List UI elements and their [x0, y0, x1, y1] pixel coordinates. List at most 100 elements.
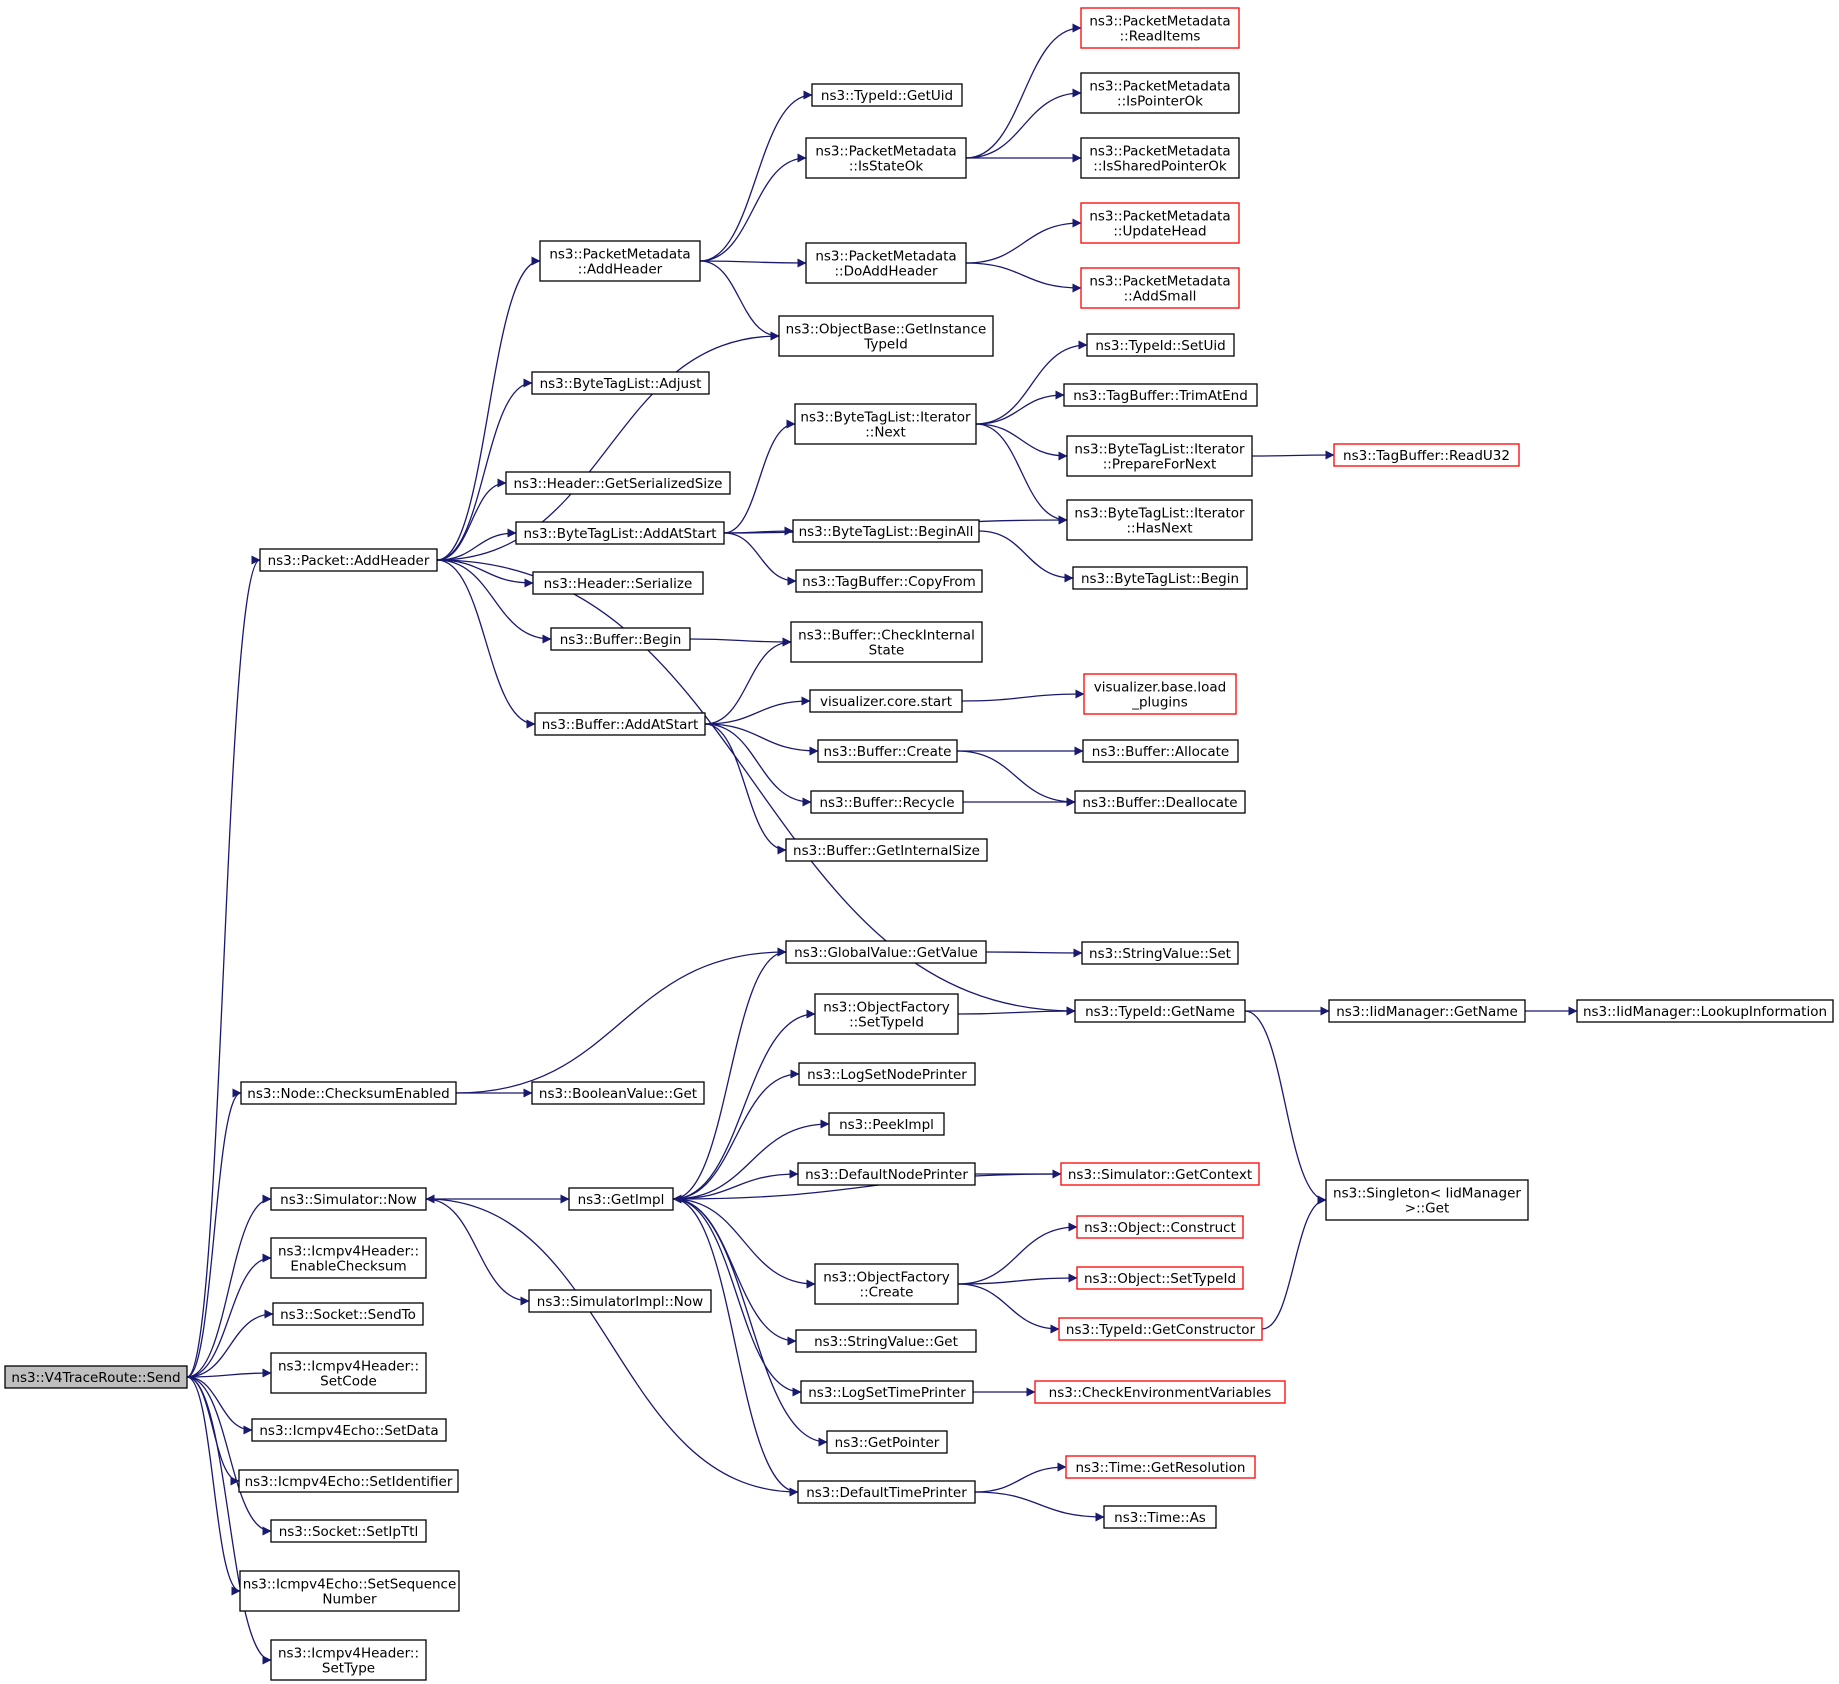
- node-label: ns3::PacketMetadata: [1089, 274, 1230, 290]
- node-boolval-get[interactable]: ns3::BooleanValue::Get: [531, 1081, 705, 1105]
- node-tb-copyfrom[interactable]: ns3::TagBuffer::CopyFrom: [795, 569, 983, 593]
- node-btl-adjust[interactable]: ns3::ByteTagList::Adjust: [531, 371, 710, 395]
- edge-node-checksum-to-gv-getvalue: [455, 947, 787, 1094]
- node-of-create[interactable]: ns3::ObjectFactory::Create: [814, 1263, 959, 1305]
- node-btl-begin[interactable]: ns3::ByteTagList::Begin: [1072, 566, 1248, 590]
- node-icmp-settype[interactable]: ns3::Icmpv4Header::SetType: [270, 1639, 427, 1681]
- node-hdr-serialize[interactable]: ns3::Header::Serialize: [532, 571, 704, 595]
- node-sim-now[interactable]: ns3::Simulator::Now: [270, 1187, 427, 1211]
- node-btl-beginall[interactable]: ns3::ByteTagList::BeginAll: [792, 519, 980, 543]
- node-pm-updatehead[interactable]: ns3::PacketMetadata::UpdateHead: [1080, 202, 1240, 244]
- node-defaultnodeprinter[interactable]: ns3::DefaultNodePrinter: [797, 1162, 976, 1186]
- node-typeid-getuid[interactable]: ns3::TypeId::GetUid: [811, 83, 963, 107]
- node-label: ns3::PacketMetadata: [1089, 14, 1230, 30]
- node-label: ns3::GlobalValue::GetValue: [794, 945, 978, 961]
- node-checkenvvars[interactable]: ns3::CheckEnvironmentVariables: [1034, 1380, 1286, 1404]
- node-btl-addatstart[interactable]: ns3::ByteTagList::AddAtStart: [515, 521, 725, 545]
- node-icmp-setcode[interactable]: ns3::Icmpv4Header::SetCode: [270, 1352, 427, 1394]
- node-tb-trimatend[interactable]: ns3::TagBuffer::TrimAtEnd: [1063, 383, 1258, 407]
- node-buf-allocate[interactable]: ns3::Buffer::Allocate: [1082, 739, 1239, 763]
- node-buf-begin[interactable]: ns3::Buffer::Begin: [550, 627, 691, 651]
- edge-sim-getcontext-to-getimpl: [672, 1173, 1062, 1204]
- edge-pm-doaddheader-to-pm-addsmall: [965, 262, 1082, 293]
- node-typeid-getconstructor[interactable]: ns3::TypeId::GetConstructor: [1058, 1317, 1263, 1341]
- node-label: ns3::LogSetNodePrinter: [807, 1067, 967, 1083]
- edge-defaulttimeprinter-to-time-getresolution: [974, 1462, 1067, 1493]
- node-strval-get[interactable]: ns3::StringValue::Get: [795, 1329, 977, 1353]
- node-simimpl-now[interactable]: ns3::SimulatorImpl::Now: [528, 1289, 712, 1313]
- node-iid-lookupinfo[interactable]: ns3::IidManager::LookupInformation: [1576, 999, 1834, 1023]
- node-pm-readitems[interactable]: ns3::PacketMetadata::ReadItems: [1080, 7, 1240, 49]
- node-btli-preparefornext[interactable]: ns3::ByteTagList::Iterator::PrepareForNe…: [1066, 435, 1253, 477]
- node-obj-construct[interactable]: ns3::Object::Construct: [1076, 1215, 1244, 1239]
- edge-pkt-addheader-to-pm-addheader: [436, 256, 541, 561]
- node-buf-deallocate[interactable]: ns3::Buffer::Deallocate: [1074, 790, 1246, 814]
- node-pm-ispointerok[interactable]: ns3::PacketMetadata::IsPointerOk: [1080, 72, 1240, 114]
- call-edge: [672, 1173, 1062, 1204]
- node-node-checksum[interactable]: ns3::Node::ChecksumEnabled: [240, 1081, 457, 1105]
- node-buf-addatstart[interactable]: ns3::Buffer::AddAtStart: [534, 712, 706, 736]
- node-time-getresolution[interactable]: ns3::Time::GetResolution: [1065, 1455, 1256, 1479]
- node-btli-next[interactable]: ns3::ByteTagList::Iterator::Next: [794, 403, 977, 445]
- node-iid-getname[interactable]: ns3::IidManager::GetName: [1328, 999, 1526, 1023]
- node-hdr-getsersize[interactable]: ns3::Header::GetSerializedSize: [505, 471, 731, 495]
- edge-btli-next-to-tb-trimatend: [975, 390, 1065, 425]
- node-buf-recycle[interactable]: ns3::Buffer::Recycle: [810, 790, 964, 814]
- node-gv-getvalue[interactable]: ns3::GlobalValue::GetValue: [785, 940, 987, 964]
- node-strval-set[interactable]: ns3::StringValue::Set: [1081, 941, 1239, 965]
- node-typeid-setuid[interactable]: ns3::TypeId::SetUid: [1086, 333, 1235, 357]
- node-logsettimeprinter[interactable]: ns3::LogSetTimePrinter: [800, 1380, 974, 1404]
- node-pm-isstateok[interactable]: ns3::PacketMetadata::IsStateOk: [805, 137, 967, 179]
- node-typeid-getname[interactable]: ns3::TypeId::GetName: [1074, 999, 1246, 1023]
- node-pm-addheader[interactable]: ns3::PacketMetadata::AddHeader: [539, 240, 701, 282]
- edge-btli-next-to-btli-hasnext: [975, 423, 1068, 525]
- call-edge: [957, 1283, 1060, 1334]
- edge-pkt-addheader-to-hdr-getsersize: [436, 478, 507, 561]
- node-echo-setdata[interactable]: ns3::Icmpv4Echo::SetData: [251, 1418, 447, 1442]
- node-time-as[interactable]: ns3::Time::As: [1103, 1505, 1217, 1529]
- node-obj-settypeid[interactable]: ns3::Object::SetTypeId: [1076, 1266, 1244, 1290]
- node-label: visualizer.base.load: [1094, 680, 1226, 696]
- node-pm-addsmall[interactable]: ns3::PacketMetadata::AddSmall: [1080, 267, 1240, 309]
- node-viz-core-start[interactable]: visualizer.core.start: [809, 689, 963, 713]
- node-send[interactable]: ns3::V4TraceRoute::Send: [4, 1365, 188, 1389]
- node-sock-setipttl[interactable]: ns3::Socket::SetIpTtl: [270, 1519, 427, 1543]
- node-btli-hasnext[interactable]: ns3::ByteTagList::Iterator::HasNext: [1066, 499, 1253, 541]
- node-echo-setid[interactable]: ns3::Icmpv4Echo::SetIdentifier: [238, 1469, 459, 1493]
- node-viz-base-load[interactable]: visualizer.base.load_plugins: [1083, 673, 1237, 715]
- node-label: ::AddSmall: [1124, 289, 1197, 305]
- node-peekimpl[interactable]: ns3::PeekImpl: [828, 1112, 945, 1136]
- node-logsetnodeprinter[interactable]: ns3::LogSetNodePrinter: [798, 1062, 976, 1086]
- edge-pkt-addheader-to-btl-adjust: [436, 378, 533, 561]
- node-label: ns3::Icmpv4Header::: [278, 1244, 419, 1260]
- node-defaulttimeprinter[interactable]: ns3::DefaultTimePrinter: [797, 1480, 976, 1504]
- edge-send-to-icmp-enablechk: [186, 1253, 272, 1378]
- node-pkt-addheader[interactable]: ns3::Packet::AddHeader: [259, 548, 438, 572]
- call-edge: [672, 1198, 802, 1397]
- node-singleton-get[interactable]: ns3::Singleton< IidManager>::Get: [1325, 1179, 1529, 1221]
- node-of-settypeid[interactable]: ns3::ObjectFactory::SetTypeId: [814, 993, 959, 1035]
- node-label: ns3::ObjectBase::GetInstance: [786, 322, 987, 338]
- node-pm-issharedpointerok[interactable]: ns3::PacketMetadata::IsSharedPointerOk: [1080, 137, 1240, 179]
- node-label: ns3::Buffer::Deallocate: [1082, 795, 1237, 811]
- node-label: ns3::Packet::AddHeader: [268, 553, 430, 569]
- node-getimpl[interactable]: ns3::GetImpl: [568, 1187, 674, 1211]
- node-sock-sendto[interactable]: ns3::Socket::SendTo: [272, 1302, 424, 1326]
- node-getpointer[interactable]: ns3::GetPointer: [826, 1430, 948, 1454]
- node-label: ns3::StringValue::Get: [814, 1334, 958, 1350]
- node-buf-create[interactable]: ns3::Buffer::Create: [817, 739, 958, 763]
- call-edge: [672, 947, 787, 1200]
- node-pm-doaddheader[interactable]: ns3::PacketMetadata::DoAddHeader: [805, 242, 967, 284]
- node-sim-getcontext[interactable]: ns3::Simulator::GetContext: [1060, 1162, 1260, 1186]
- call-edge: [425, 1194, 799, 1493]
- node-label: ns3::ByteTagList::AddAtStart: [523, 526, 716, 542]
- call-edge: [672, 1198, 797, 1346]
- node-tb-readu32[interactable]: ns3::TagBuffer::ReadU32: [1333, 443, 1520, 467]
- edge-getimpl-to-logsetnodeprinter: [672, 1069, 800, 1200]
- node-label: ns3::CheckEnvironmentVariables: [1049, 1385, 1272, 1401]
- node-icmp-enablechk[interactable]: ns3::Icmpv4Header::EnableChecksum: [270, 1237, 427, 1279]
- node-buf-getinternalsize[interactable]: ns3::Buffer::GetInternalSize: [785, 838, 988, 862]
